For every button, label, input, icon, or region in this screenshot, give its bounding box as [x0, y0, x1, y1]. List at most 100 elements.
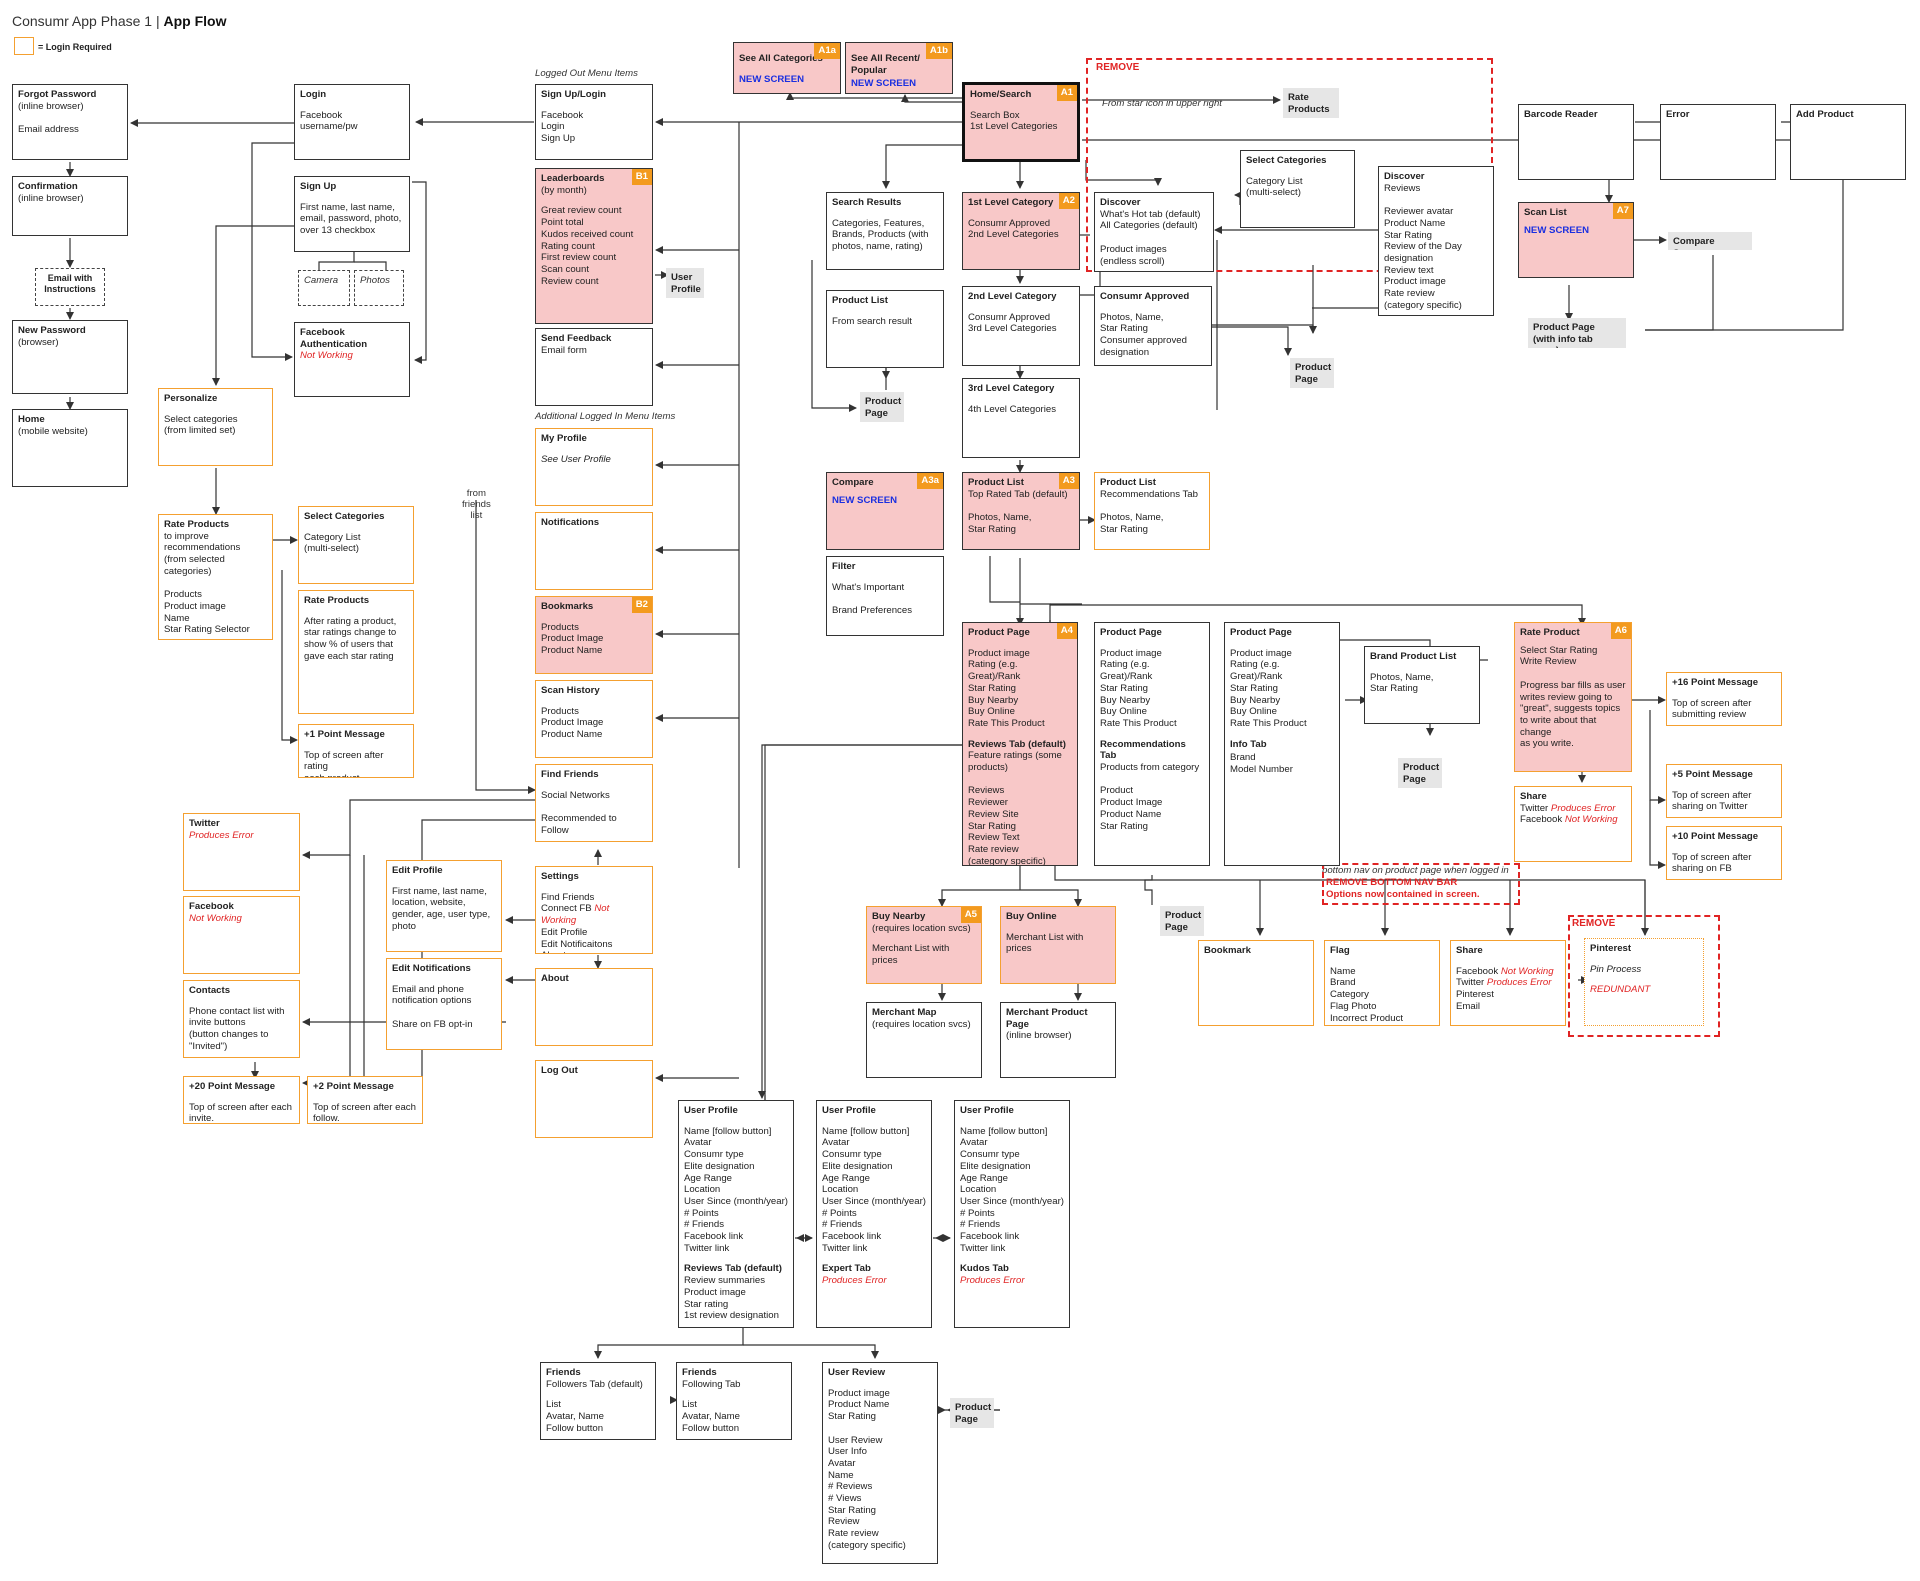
merchant-map-screen[interactable]: Merchant Map(requires location svcs)	[866, 1002, 982, 1078]
plus20-title: +20 Point Message	[189, 1081, 276, 1092]
settings-title: Settings	[541, 871, 579, 882]
barcode-reader-screen[interactable]: Barcode Reader	[1518, 104, 1634, 180]
photos-option[interactable]: Photos	[354, 270, 404, 306]
logout-screen[interactable]: Log Out	[535, 1060, 653, 1138]
facebook-auth-title: Facebook Authentication	[300, 327, 368, 350]
add-product-screen[interactable]: Add Product	[1790, 104, 1906, 180]
new-password-screen[interactable]: New Password(browser)	[12, 320, 128, 394]
product-page-link-6-title: Product Page	[955, 1402, 992, 1425]
product-page-link-1[interactable]: Product Page	[860, 392, 904, 422]
remove-label-top: REMOVE	[1096, 62, 1140, 73]
rate-products-link[interactable]: Rate Products	[1283, 88, 1339, 118]
merchant-product-page-screen[interactable]: Merchant Product Page(inline browser)	[1000, 1002, 1116, 1078]
find-friends-title: Find Friends	[541, 769, 599, 780]
user-profile-reviews-body: Name [follow button] Avatar Consumr type…	[684, 1125, 788, 1254]
see-all-recent-new-label: NEW SCREEN	[851, 78, 917, 90]
product-page-info-open-link[interactable]: Product Page (with info tab open)	[1528, 318, 1626, 348]
scan-history-title: Scan History	[541, 685, 600, 696]
forgot-password-screen[interactable]: Forgot Password(inline browser) Email ad…	[12, 84, 128, 160]
product-page-link-5[interactable]: Product Page	[1160, 906, 1204, 936]
compare-badge: A3a	[917, 473, 943, 489]
compare-screen-link[interactable]: Compare Screen	[1668, 232, 1752, 250]
buy-online-title: Buy Online	[1006, 911, 1057, 922]
buy-nearby-sub: (requires location svcs)	[872, 922, 971, 934]
about-screen[interactable]: About	[535, 968, 653, 1046]
user-profile-link[interactable]: User Profile	[666, 268, 704, 298]
settings-connect-fb-status: Not Working	[541, 903, 610, 927]
product-page-link-2-title: Product Page	[1295, 362, 1332, 385]
home-mobile-screen[interactable]: Home(mobile website)	[12, 409, 128, 487]
legend-text: = Login Required	[38, 42, 112, 52]
user-profile-expert-status: Produces Error	[822, 1275, 887, 1287]
confirmation-screen[interactable]: Confirmation(inline browser)	[12, 176, 128, 236]
product-page-link-3[interactable]: Product Page	[1398, 758, 1442, 788]
camera-option[interactable]: Camera	[298, 270, 350, 306]
error-screen[interactable]: Error	[1660, 104, 1776, 180]
product-page-link-6[interactable]: Product Page	[950, 1398, 994, 1428]
rate-products-onboarding-title: Rate Products	[164, 519, 230, 530]
home-search-body: Search Box 1st Level Categories	[970, 109, 1058, 133]
remove-zone-top	[1086, 58, 1493, 272]
notifications-screen[interactable]: Notifications	[535, 512, 653, 590]
rate-product-title: Rate Product	[1520, 627, 1580, 638]
product-page-link-2[interactable]: Product Page	[1290, 358, 1334, 388]
buy-nearby-badge: A5	[960, 907, 981, 923]
title-prefix: Consumr App Phase 1 |	[12, 13, 164, 29]
bookmark-action[interactable]: Bookmark	[1198, 940, 1314, 1026]
